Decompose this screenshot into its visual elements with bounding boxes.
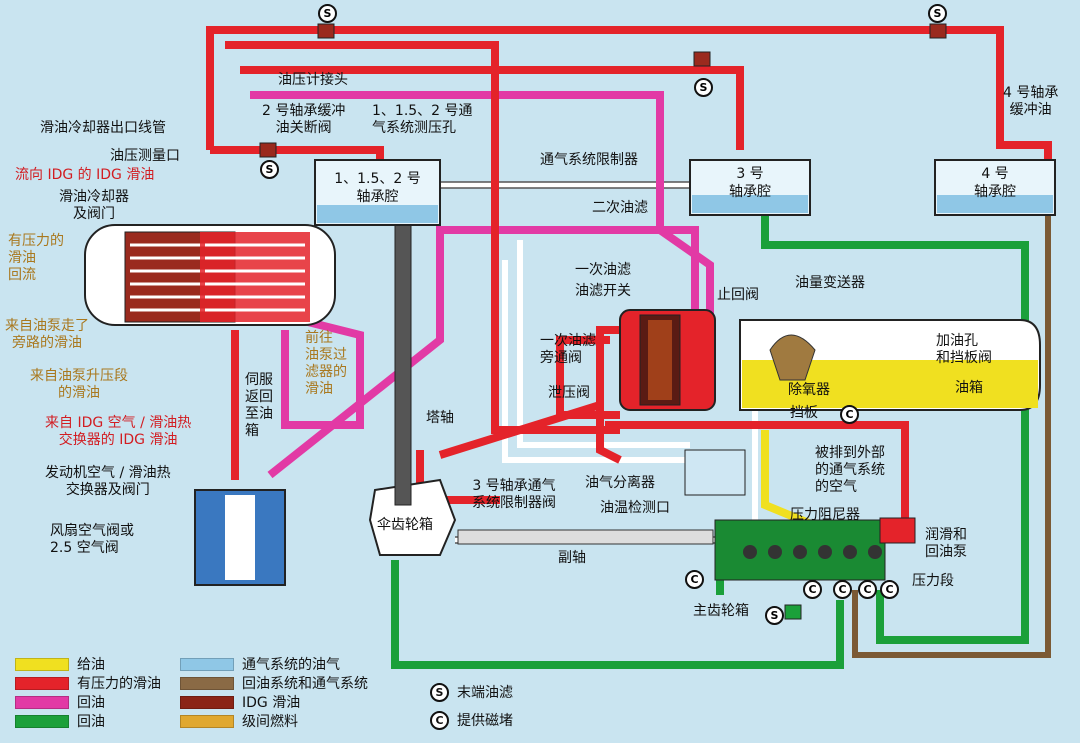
legend-item: 回油 xyxy=(15,692,105,712)
filter-chokes xyxy=(259,23,947,620)
screen-marker: S xyxy=(260,160,279,179)
bearing-cavity-shapes xyxy=(314,159,1056,226)
secondary-filter-label: 二次油滤 xyxy=(592,200,648,216)
filter-switch-label: 油滤开关 xyxy=(575,283,631,299)
legend-item: 有压力的滑油 xyxy=(15,673,161,693)
filter-housing-shape xyxy=(619,309,716,411)
vent-pressure-port-label: 1、1.5、2 号通 气系统测压孔 xyxy=(372,103,473,136)
bearing-cavity-4-label: 4 号 轴承腔 xyxy=(974,166,1016,200)
legend-item: 回油 xyxy=(15,711,105,731)
oil-cooler-shape xyxy=(84,224,336,326)
engine-heat-exchanger-shape xyxy=(194,489,286,586)
legend-swatch xyxy=(15,657,69,671)
chip-detector-marker: C xyxy=(803,580,822,599)
pressurized-return-label: 有压力的 滑油 回流 xyxy=(8,233,64,283)
screen-marker: S xyxy=(765,606,784,625)
vent-overboard-label: 被排到外部 的通气系统 的空气 xyxy=(815,445,885,495)
filler-cap-label: 加油孔 和挡板阀 xyxy=(936,333,992,366)
aux-shaft-label: 副轴 xyxy=(558,550,586,566)
vent-limiter-label: 通气系统限制器 xyxy=(540,152,638,168)
to-pump-filter-label: 前往 油泵过 滤器的 滑油 xyxy=(305,330,347,397)
pressure-damper-label: 压力阻尼器 xyxy=(790,507,860,523)
fan-air-valve-label: 风扇空气阀或 2.5 空气阀 xyxy=(50,523,134,556)
legend-swatch xyxy=(15,676,69,690)
legend-item: 回油系统和通气系统 xyxy=(180,673,368,693)
no2-bearing-damper-label: 2 号轴承缓冲 油关断阀 xyxy=(262,103,346,136)
primary-bypass-label: 一次油滤 旁通阀 xyxy=(540,333,596,366)
separator-pump-shapes xyxy=(684,449,916,581)
oil-cooler-valve-label: 滑油冷却器 及阀门 xyxy=(59,189,129,222)
check-valve-label: 止回阀 xyxy=(717,287,759,303)
qty-transmitter-label: 油量变送器 xyxy=(795,275,865,291)
chip-detector-marker: C xyxy=(685,570,704,589)
baffle-label: 挡板 xyxy=(790,405,818,421)
bearing-cavity-123-label: 1、1.5、2 号 轴承腔 xyxy=(334,171,421,205)
oil-cooler-outlet-label: 滑油冷却器出口线管 xyxy=(40,120,166,136)
shafts xyxy=(394,224,714,545)
screen-marker: S xyxy=(928,4,947,23)
legend-item: 给油 xyxy=(15,654,105,674)
chip-symbol-icon: C xyxy=(430,710,449,730)
chip-detector-marker: C xyxy=(858,580,877,599)
no4-damper-label: 4 号轴承 缓冲油 xyxy=(1003,85,1059,118)
legend-swatch xyxy=(180,676,234,690)
bearing-cavity-3-label: 3 号 轴承腔 xyxy=(729,166,771,200)
screen-marker: S xyxy=(318,4,337,23)
magenta-pipes xyxy=(250,91,714,479)
oil-tank-label: 油箱 xyxy=(955,380,983,396)
servo-return-label: 伺服 返回 至油 箱 xyxy=(245,372,273,439)
engine-hx-label: 发动机空气 / 滑油热 交换器及阀门 xyxy=(45,465,171,498)
legend-item: 通气系统的油气 xyxy=(180,654,340,674)
primary-filter-label: 一次油滤 xyxy=(575,262,631,278)
legend-swatch xyxy=(180,714,234,728)
oil-separator-label: 油气分离器 xyxy=(585,475,655,491)
legend-swatch xyxy=(15,714,69,728)
oil-pressure-port-label: 油压测量口 xyxy=(110,148,180,164)
main-gearbox-label: 主齿轮箱 xyxy=(693,603,749,619)
lube-pump-label: 润滑和 回油泵 xyxy=(925,527,967,560)
legend-swatch xyxy=(15,695,69,709)
bevel-gearbox-shape xyxy=(368,478,457,556)
pump-bypass-label: 来自油泵走了 旁路的滑油 xyxy=(5,318,89,351)
legend-swatch xyxy=(180,695,234,709)
screen-symbol-icon: S xyxy=(430,682,449,702)
red-pressure-pipes xyxy=(206,26,1052,520)
chip-detector-marker: C xyxy=(840,405,859,424)
deaerator-label: 除氧器 xyxy=(788,382,830,398)
relief-valve-label: 泄压阀 xyxy=(548,385,590,401)
temp-port-label: 油温检测口 xyxy=(600,500,670,516)
from-idg-hx-label: 来自 IDG 空气 / 滑油热 交换器的 IDG 滑油 xyxy=(45,415,192,448)
tower-shaft-label: 塔轴 xyxy=(426,410,454,426)
screen-marker: S xyxy=(694,78,713,97)
oil-tank-shape xyxy=(739,319,1041,411)
pressure-connector-label: 油压计接头 xyxy=(278,72,348,88)
chip-detector-marker: C xyxy=(880,580,899,599)
legend-item: 级间燃料 xyxy=(180,711,298,731)
to-idg-label: 流向 IDG 的 IDG 滑油 xyxy=(15,167,155,183)
pump-boost-label: 来自油泵升压段 的滑油 xyxy=(30,368,128,401)
pressure-stage-label: 压力段 xyxy=(912,573,954,589)
legend-item: IDG 滑油 xyxy=(180,692,300,712)
no3-vent-limiter-label: 3 号轴承通气 系统限制器阀 xyxy=(472,478,556,511)
legend-swatch xyxy=(180,657,234,671)
chip-detector-marker: C xyxy=(833,580,852,599)
bevel-gearbox-label: 伞齿轮箱 xyxy=(377,517,433,533)
